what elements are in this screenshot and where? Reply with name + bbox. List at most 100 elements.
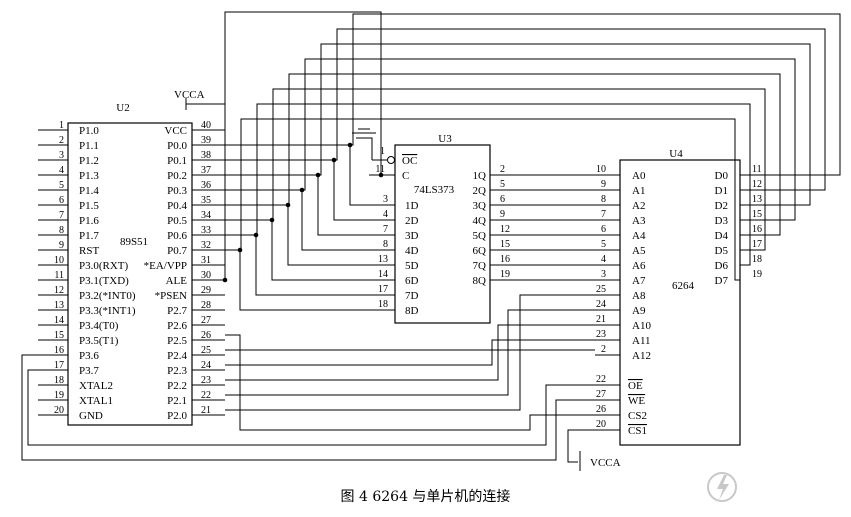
u3-pin-number: 11 [375,164,385,175]
u2-pin-name: P2.3 [167,365,187,377]
u2-pin-name: XTAL2 [79,380,113,392]
u4-pin-number: 2 [601,344,606,355]
data-bus-wire [225,13,841,176]
u2-pin-name: P3.7 [79,365,99,377]
u2-pin-number: 19 [54,390,64,401]
u4-pin-name: D7 [715,275,729,287]
u3-pin-name: 6D [405,275,419,287]
u2-pin-name: P0.3 [167,185,187,197]
data-bus-wire [225,88,766,251]
oe-wire [27,369,595,446]
u3-pin-name: 1Q [473,170,487,182]
u4-pin-number: 16 [752,224,762,235]
u4-pin-number: 21 [596,314,606,325]
u2-pin-number: 15 [54,330,64,341]
u2-pin-name: P2.2 [167,380,187,392]
u2-pin-name: ALE [166,275,188,287]
u2-pin-name: XTAL1 [79,395,113,407]
u2-pin-name: P3.5(T1) [79,335,119,347]
u3-pin-name: 8D [405,305,419,317]
u3-ref: U3 [438,133,452,145]
u2-pin-number: 28 [201,300,211,311]
u3-pin-number: 16 [500,254,510,265]
u3-pin-name: 5Q [473,230,487,242]
u2-pin-number: 11 [54,270,64,281]
u4-pin-number: 3 [601,269,606,280]
u2-pin-name: P0.1 [167,155,187,167]
u4-pin-number: 23 [596,329,606,340]
u2-pin-number: 32 [201,240,211,251]
wires [21,11,841,471]
ale-wire [224,11,382,280]
u2-pin-number: 20 [54,405,64,416]
oc-inversion-bubble [387,156,395,164]
u2-pin-name: P2.0 [167,410,187,422]
u4-pin-number: 10 [596,164,606,175]
u2-pin-number: 25 [201,345,211,356]
u3-pin-number: 5 [500,179,505,190]
u2-pin-name: *EA/VPP [144,260,187,272]
u4-pin-number: 27 [596,389,606,400]
u2-pin-number: 17 [54,360,64,371]
u2-pin-name: P1.4 [79,185,99,197]
u2-pin-number: 27 [201,315,211,326]
u2-pin-number: 38 [201,150,211,161]
u4-pin-name: A5 [632,245,646,257]
u4-pin-number: 25 [596,284,606,295]
u2-pin-name: P0.5 [167,215,187,227]
u3-pin-name: 4D [405,245,419,257]
u2-pin-name: P2.5 [167,335,187,347]
u3-pin-name: 2D [405,215,419,227]
u4-pin-name: D2 [715,200,728,212]
u2-pin-name: RST [79,245,99,257]
u3-pin-number: 7 [383,224,388,235]
u2-pin-number: 39 [201,135,211,146]
u2-pin-name: P3.1(TXD) [79,275,129,287]
u4-pin-number: 9 [601,179,606,190]
u2-pin-number: 12 [54,285,64,296]
u4-pin-name: A9 [632,305,646,317]
u4-pin-number: 4 [601,254,606,265]
u3-pin-number: 17 [378,284,388,295]
u2-pin-number: 18 [54,375,64,386]
u4-pin-number: 18 [752,254,762,265]
u4-pin-number: 12 [752,179,762,190]
u2-pin-number: 24 [201,360,211,371]
u2-pin-name: GND [79,410,103,422]
u2-pin-number: 40 [201,120,211,131]
u2-pin-number: 9 [59,240,64,251]
u4-pin-name: A3 [632,215,646,227]
u4-ref: U4 [669,148,683,160]
u3-pin-name: 3Q [473,200,487,212]
u2-pin-number: 1 [59,120,64,131]
u2-pin-name: P3.0(RXT) [79,260,129,272]
u4-pin-name: A1 [632,185,645,197]
address-latch-wire [271,220,370,281]
u4-pin-name: D1 [715,185,728,197]
u4-pin-name: A0 [632,170,646,182]
cs1-wire [567,429,595,463]
u3-pin-name: 6Q [473,245,487,257]
u2-pin-number: 35 [201,195,211,206]
u2-pin-name: P1.7 [79,230,99,242]
address-latch-wire [349,145,370,206]
u4-pin-name: A6 [632,260,646,272]
u2-pin-name: P2.4 [167,350,187,362]
a11-wire [225,339,595,366]
u4-pin-name: D6 [715,260,729,272]
u4-pin-number: 15 [752,209,762,220]
u2-pin-number: 21 [201,405,211,416]
u2-pin-number: 13 [54,300,64,311]
watermark-logo [704,464,844,510]
u4-pin-number: 24 [596,299,606,310]
u2-pin-number: 3 [59,150,64,161]
u4-pin-name: WE [628,395,645,407]
u2-pin-name: P0.6 [167,230,187,242]
address-latch-wire [317,175,370,236]
u2-pin-number: 31 [201,255,211,266]
u2-pin-name: P1.6 [79,215,99,227]
u4-pin-name: CS1 [628,425,647,437]
u3-pin-name: 1D [405,200,419,212]
